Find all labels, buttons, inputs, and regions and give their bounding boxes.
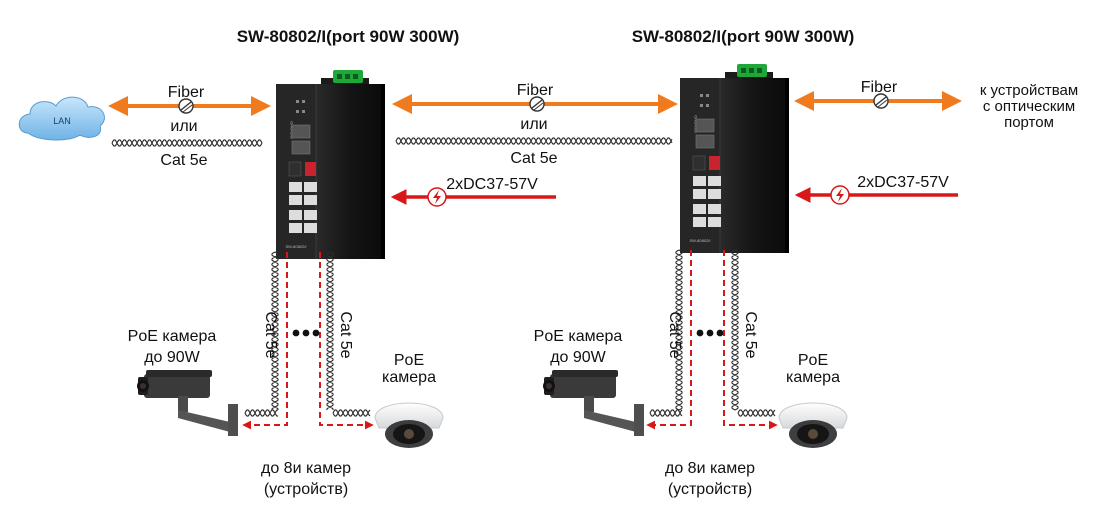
cat5e-label-middle: Cat 5e (510, 150, 557, 167)
industrial-switch-icon: OSNOVO SW-80802/I (680, 64, 789, 253)
device-brand-right: OSNOVO (693, 115, 698, 133)
left-group: SW-80802/I(port 90W 300W) LAN Fiber или … (18, 27, 556, 498)
cat5e-cable-cam1-foot-right (649, 409, 683, 417)
cat5e-cable-middle (395, 137, 673, 145)
max-cameras-label-l1-right: до 8и камер (665, 460, 755, 477)
poe-camera-label-l1-left: PoE камера (128, 328, 217, 345)
cat5e-vert-label-2-left: Cat 5e (337, 311, 354, 358)
device-model-right: SW-80802/I (689, 238, 710, 243)
cat5e-cable-cam1-foot-left (244, 409, 278, 417)
optical-dest-label-l3: портом (1004, 114, 1054, 131)
poe-power-line-cam1-right (646, 250, 692, 430)
poe-power-line-cam1-left (242, 252, 288, 430)
dome-camera-icon (374, 402, 444, 448)
dome-camera-label-l2-right: камера (786, 369, 840, 386)
cat5e-cable-cam2-foot-right (737, 409, 776, 417)
dome-camera-icon (778, 402, 848, 448)
dome-camera-label-l1-right: PoE (798, 352, 828, 369)
poe-camera-label-l2-right: до 90W (550, 349, 606, 366)
fiber-label-middle: Fiber (517, 82, 554, 99)
device-model-left: SW-80802/I (285, 244, 306, 249)
poe-power-line-cam2-left (319, 252, 374, 430)
ethernet-ports (289, 182, 317, 233)
fiber-break-icon (529, 96, 545, 112)
lightning-icon (830, 185, 850, 205)
cat5e-cable-cam2-left (326, 251, 334, 410)
cat5e-cable-cam1-right (675, 249, 683, 411)
max-cameras-label-l1-left: до 8и камер (261, 460, 351, 477)
right-device-title: SW-80802/I(port 90W 300W) (632, 27, 855, 46)
optical-dest-label-l1: к устройствам (980, 82, 1078, 99)
poe-camera-label-l2-left: до 90W (144, 349, 200, 366)
left-device-title: SW-80802/I(port 90W 300W) (237, 27, 460, 46)
dome-camera-label-l2-left: камера (382, 369, 436, 386)
cat5e-vert-label-1-right: Cat 5e (666, 311, 683, 358)
or-label-left: или (170, 118, 197, 135)
lan-label: LAN (53, 116, 71, 126)
fiber-label-left: Fiber (168, 84, 205, 101)
ellipsis-icon (292, 329, 320, 337)
bullet-camera-icon (543, 370, 644, 436)
bullet-camera-icon (137, 370, 238, 436)
cat5e-vert-label-2-right: Cat 5e (742, 311, 759, 358)
lightning-icon (427, 187, 447, 207)
cat5e-cable-cam2-right (731, 249, 739, 411)
max-cameras-label-l2-right: (устройств) (668, 481, 752, 498)
fiber-break-icon (873, 93, 889, 109)
cat5e-cable-left (111, 139, 263, 147)
dome-camera-label-l1-left: PoE (394, 352, 424, 369)
ellipsis-icon (696, 329, 724, 337)
dip-switch (305, 162, 316, 176)
dip-switch (709, 156, 720, 170)
poe-camera-label-l1-right: PoE камера (534, 328, 623, 345)
industrial-switch-icon: OSNOVO SW-80802/I (276, 70, 385, 259)
cat5e-cable-cam1-left (271, 251, 279, 410)
lan-cloud-icon: LAN (18, 96, 105, 141)
or-label-middle: или (520, 116, 547, 133)
fiber-break-icon (178, 98, 194, 114)
max-cameras-label-l2-left: (устройств) (264, 481, 348, 498)
power-label-left: 2xDC37-57V (446, 176, 538, 193)
poe-power-line-cam2-right (723, 250, 778, 430)
cat5e-vert-label-1-left: Cat 5e (262, 311, 279, 358)
right-group: SW-80802/I(port 90W 300W) Fiber или Cat … (392, 27, 1078, 498)
ethernet-ports (693, 176, 721, 227)
cat5e-label-left: Cat 5e (160, 152, 207, 169)
power-label-right: 2xDC37-57V (857, 174, 949, 191)
device-brand-left: OSNOVO (289, 121, 294, 139)
optical-dest-label-l2: с оптическим (983, 98, 1075, 115)
fiber-label-right: Fiber (861, 79, 898, 96)
cat5e-cable-cam2-foot-left (332, 409, 371, 417)
